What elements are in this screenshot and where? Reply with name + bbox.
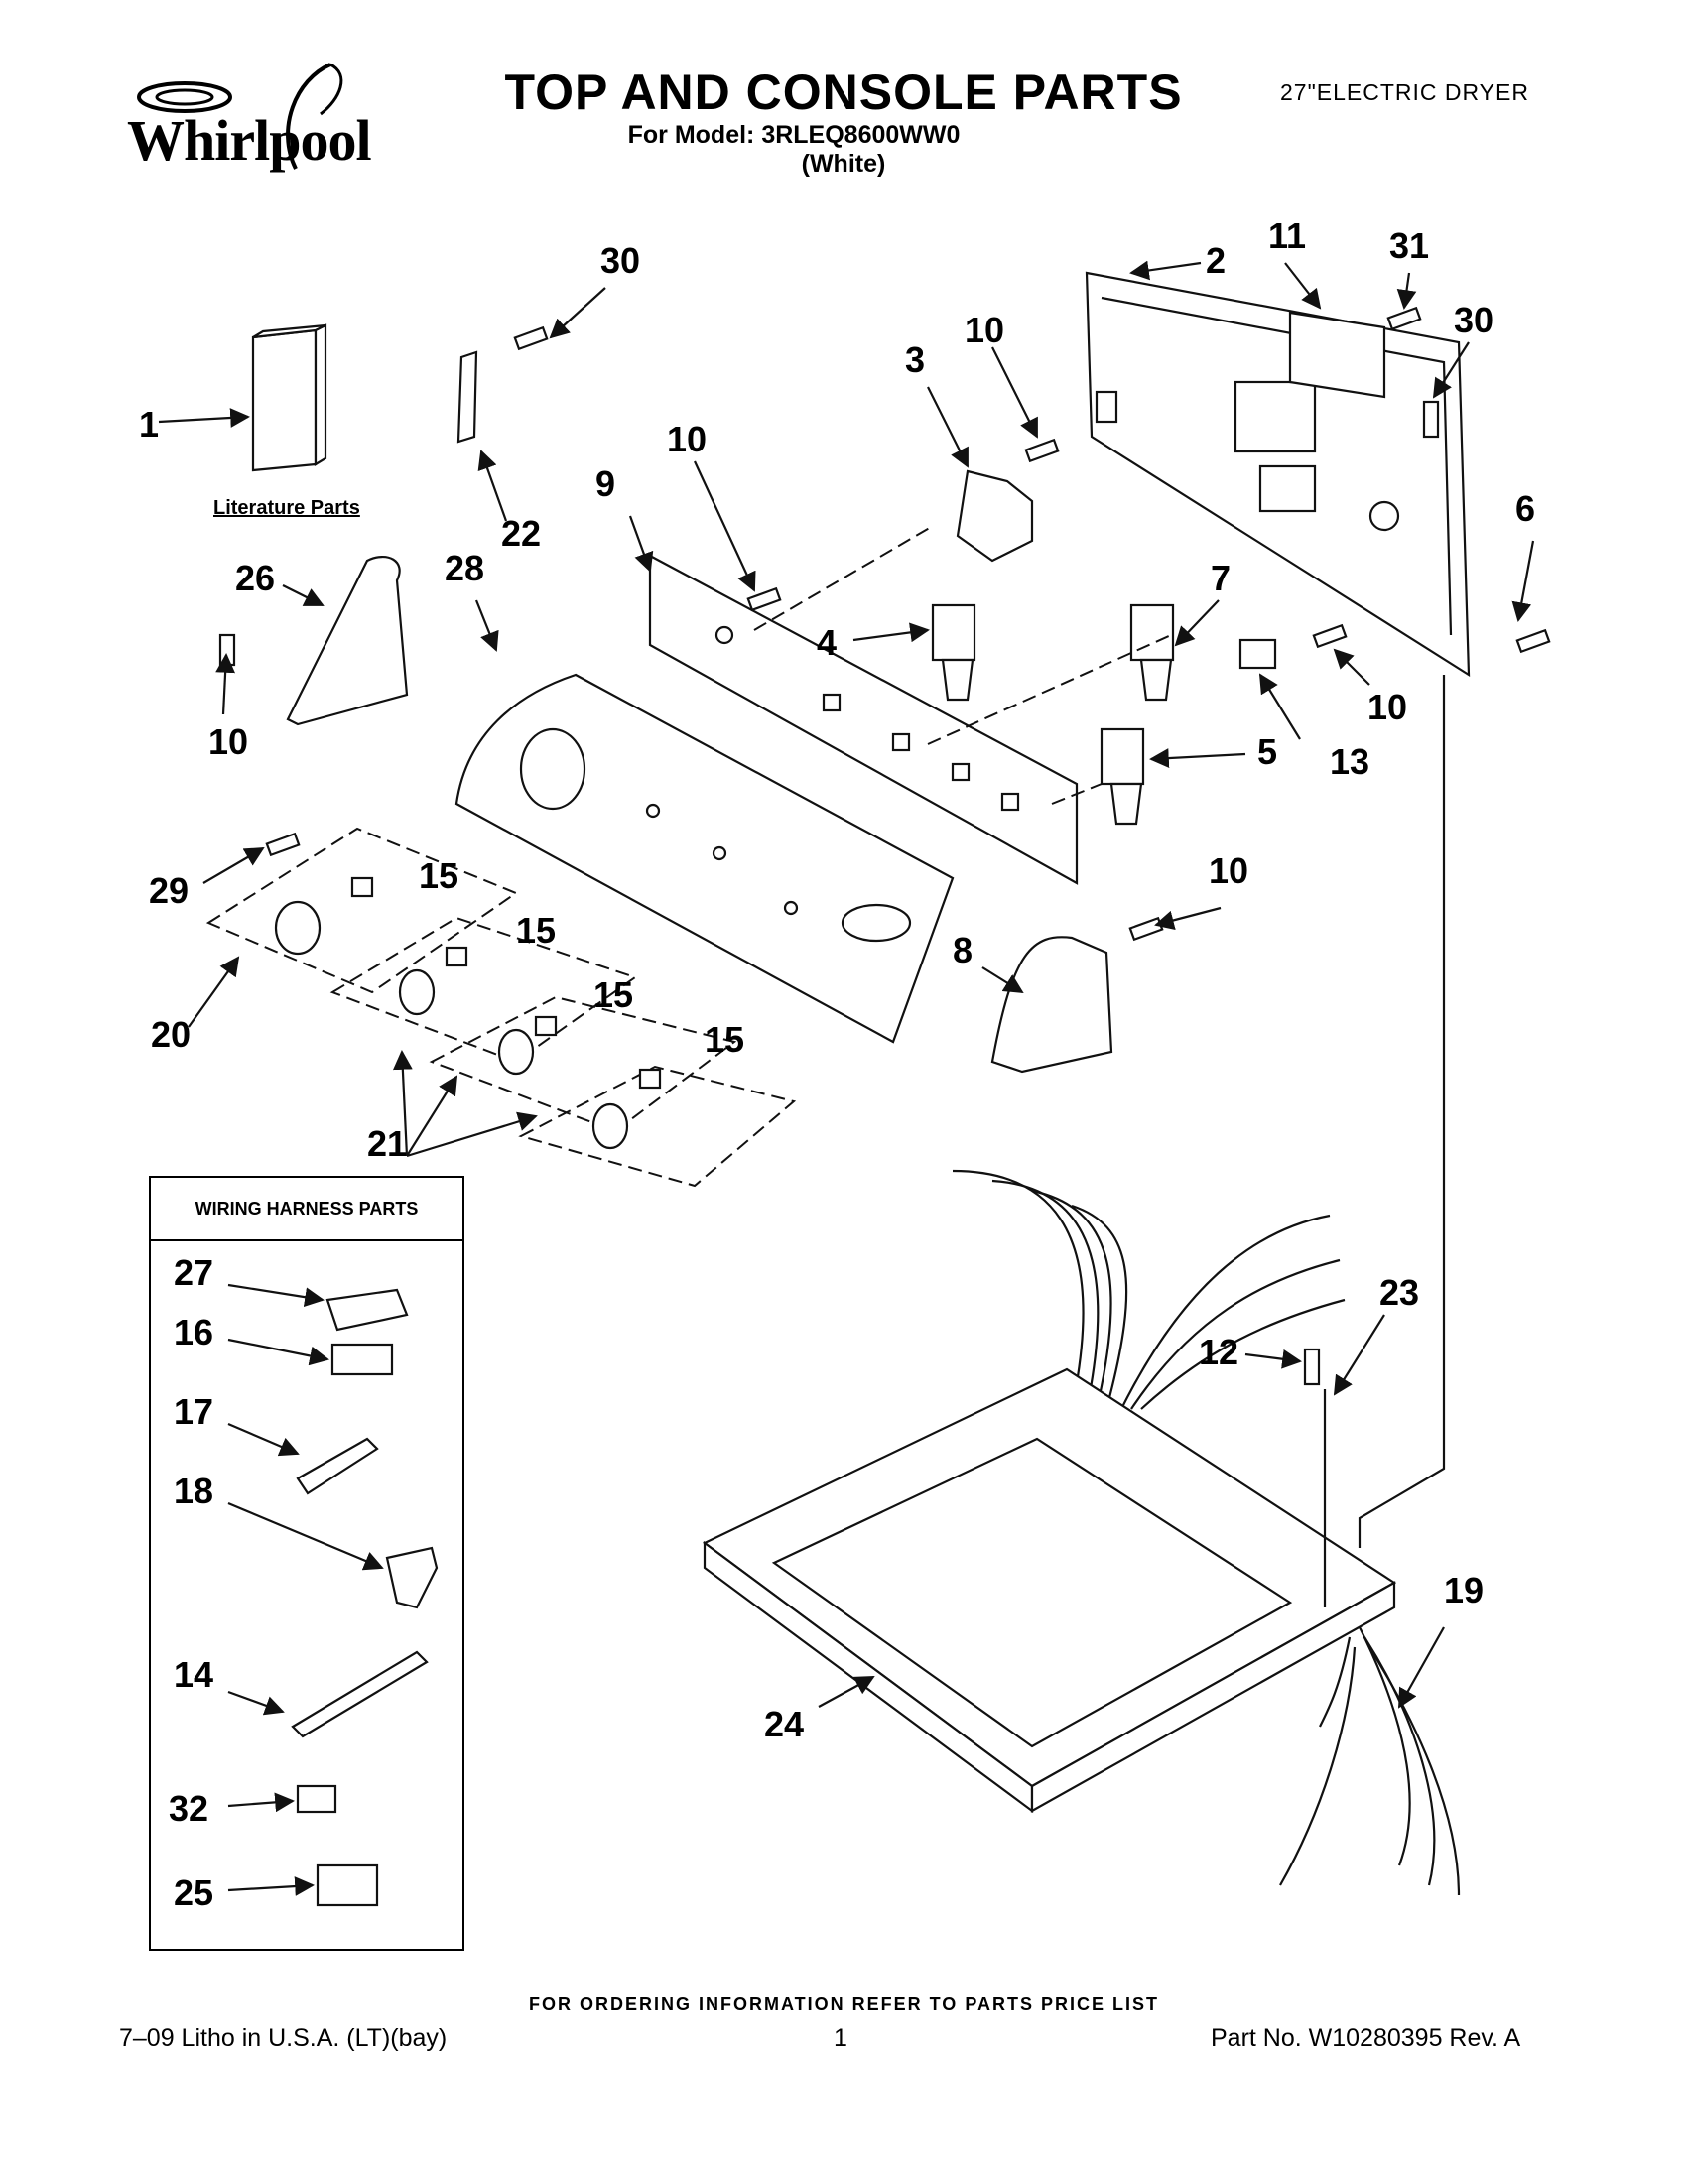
screw-30b — [1422, 400, 1440, 439]
callout-28: 28 — [445, 548, 484, 588]
whirlpool-logo: Whirlpool — [127, 60, 385, 179]
harness-box-title: WIRING HARNESS PARTS — [151, 1178, 462, 1241]
litho-info: 7–09 Litho in U.S.A. (LT)(bay) — [119, 2024, 448, 2052]
ordering-note: FOR ORDERING INFORMATION REFER TO PARTS … — [528, 1994, 1159, 2014]
callout-1: 1 — [139, 404, 159, 445]
part-number: Part No. W10280395 Rev. A — [1211, 2024, 1521, 2052]
screw-10a — [1024, 438, 1060, 463]
wire-harness-upper — [952, 1169, 1346, 1410]
callout-labels: 1 2 3 4 5 6 7 8 9 10 10 10 10 10 11 12 1… — [139, 215, 1535, 1913]
callout-4: 4 — [817, 622, 837, 663]
wire-harness-lower — [1279, 1626, 1461, 1896]
callout-29: 29 — [149, 870, 189, 911]
page-number: 1 — [834, 2024, 847, 2052]
logo-swirl-icon — [137, 63, 343, 170]
callout-27: 27 — [174, 1252, 213, 1293]
callout-11: 11 — [1268, 215, 1306, 256]
callout-32: 32 — [169, 1788, 208, 1829]
callout-17: 17 — [174, 1391, 213, 1432]
callout-26: 26 — [235, 558, 275, 598]
callout-30a: 30 — [600, 240, 640, 281]
wiring-harness-box: WIRING HARNESS PARTS — [149, 1176, 464, 1951]
screw-10e — [218, 633, 236, 667]
literature-book — [251, 323, 327, 472]
control-bracket — [648, 554, 1079, 885]
screw-10b — [746, 586, 782, 612]
page-title: TOP AND CONSOLE PARTS — [504, 64, 1183, 120]
knob-spring — [350, 876, 374, 898]
callout-31: 31 — [1389, 225, 1429, 266]
callout-9: 9 — [595, 463, 615, 504]
screw-6 — [1515, 628, 1551, 654]
callout-25: 25 — [174, 1872, 213, 1913]
callout-20: 20 — [151, 1014, 191, 1055]
screw-31 — [1386, 306, 1422, 331]
bracket-22 — [456, 350, 478, 444]
harness-small-parts — [291, 1288, 439, 1907]
callout-8: 8 — [953, 930, 973, 970]
brand-name: Whirlpool — [127, 108, 372, 173]
callout-13: 13 — [1330, 741, 1369, 782]
literature-parts-label: Literature Parts — [213, 497, 360, 519]
callout-15c: 15 — [593, 974, 633, 1015]
callout-21: 21 — [367, 1123, 407, 1164]
rotary-switch-4 — [931, 603, 976, 702]
screw-10c — [1312, 623, 1348, 649]
right-end-cap — [990, 936, 1113, 1074]
knob-group — [205, 827, 797, 1188]
callout-23: 23 — [1379, 1272, 1419, 1313]
top-panel — [702, 1367, 1397, 1814]
product-type: 27"ELECTRIC DRYER — [1280, 79, 1529, 105]
screw-29 — [265, 832, 301, 857]
callout-24: 24 — [764, 1704, 804, 1744]
callout-10c: 10 — [1367, 687, 1407, 727]
callout-6: 6 — [1515, 488, 1535, 529]
callout-15b: 15 — [516, 910, 556, 951]
callout-14: 14 — [174, 1654, 213, 1695]
callout-22: 22 — [501, 513, 541, 554]
callout-15a: 15 — [419, 855, 458, 896]
push-switch-13 — [1238, 638, 1277, 670]
electronic-module — [1288, 311, 1386, 399]
timer-switch — [956, 469, 1034, 563]
leader-arrows — [158, 260, 1535, 1896]
callout-7: 7 — [1211, 558, 1231, 598]
console-panel — [454, 673, 955, 1044]
screw-10d — [1128, 916, 1164, 942]
callout-3: 3 — [905, 339, 925, 380]
callout-2: 2 — [1206, 240, 1226, 281]
callout-10d: 10 — [1209, 850, 1248, 891]
callout-18: 18 — [174, 1471, 213, 1511]
callout-10b: 10 — [965, 310, 1004, 350]
rotary-switch-7 — [1129, 603, 1175, 702]
callout-5: 5 — [1257, 731, 1277, 772]
model-line: For Model: 3RLEQ8600WW0 — [627, 121, 961, 149]
color-note: (White) — [801, 150, 886, 178]
left-end-cap — [286, 556, 409, 726]
callout-15d: 15 — [705, 1019, 744, 1060]
callout-16: 16 — [174, 1312, 213, 1352]
screw-30a — [513, 325, 549, 351]
callout-19: 19 — [1444, 1570, 1484, 1610]
screw-12 — [1303, 1348, 1321, 1386]
callout-30b: 30 — [1454, 300, 1493, 340]
callout-10e: 10 — [208, 721, 248, 762]
rotary-switch-5 — [1100, 727, 1145, 826]
callout-10a: 10 — [667, 419, 707, 459]
callout-12: 12 — [1199, 1332, 1238, 1372]
